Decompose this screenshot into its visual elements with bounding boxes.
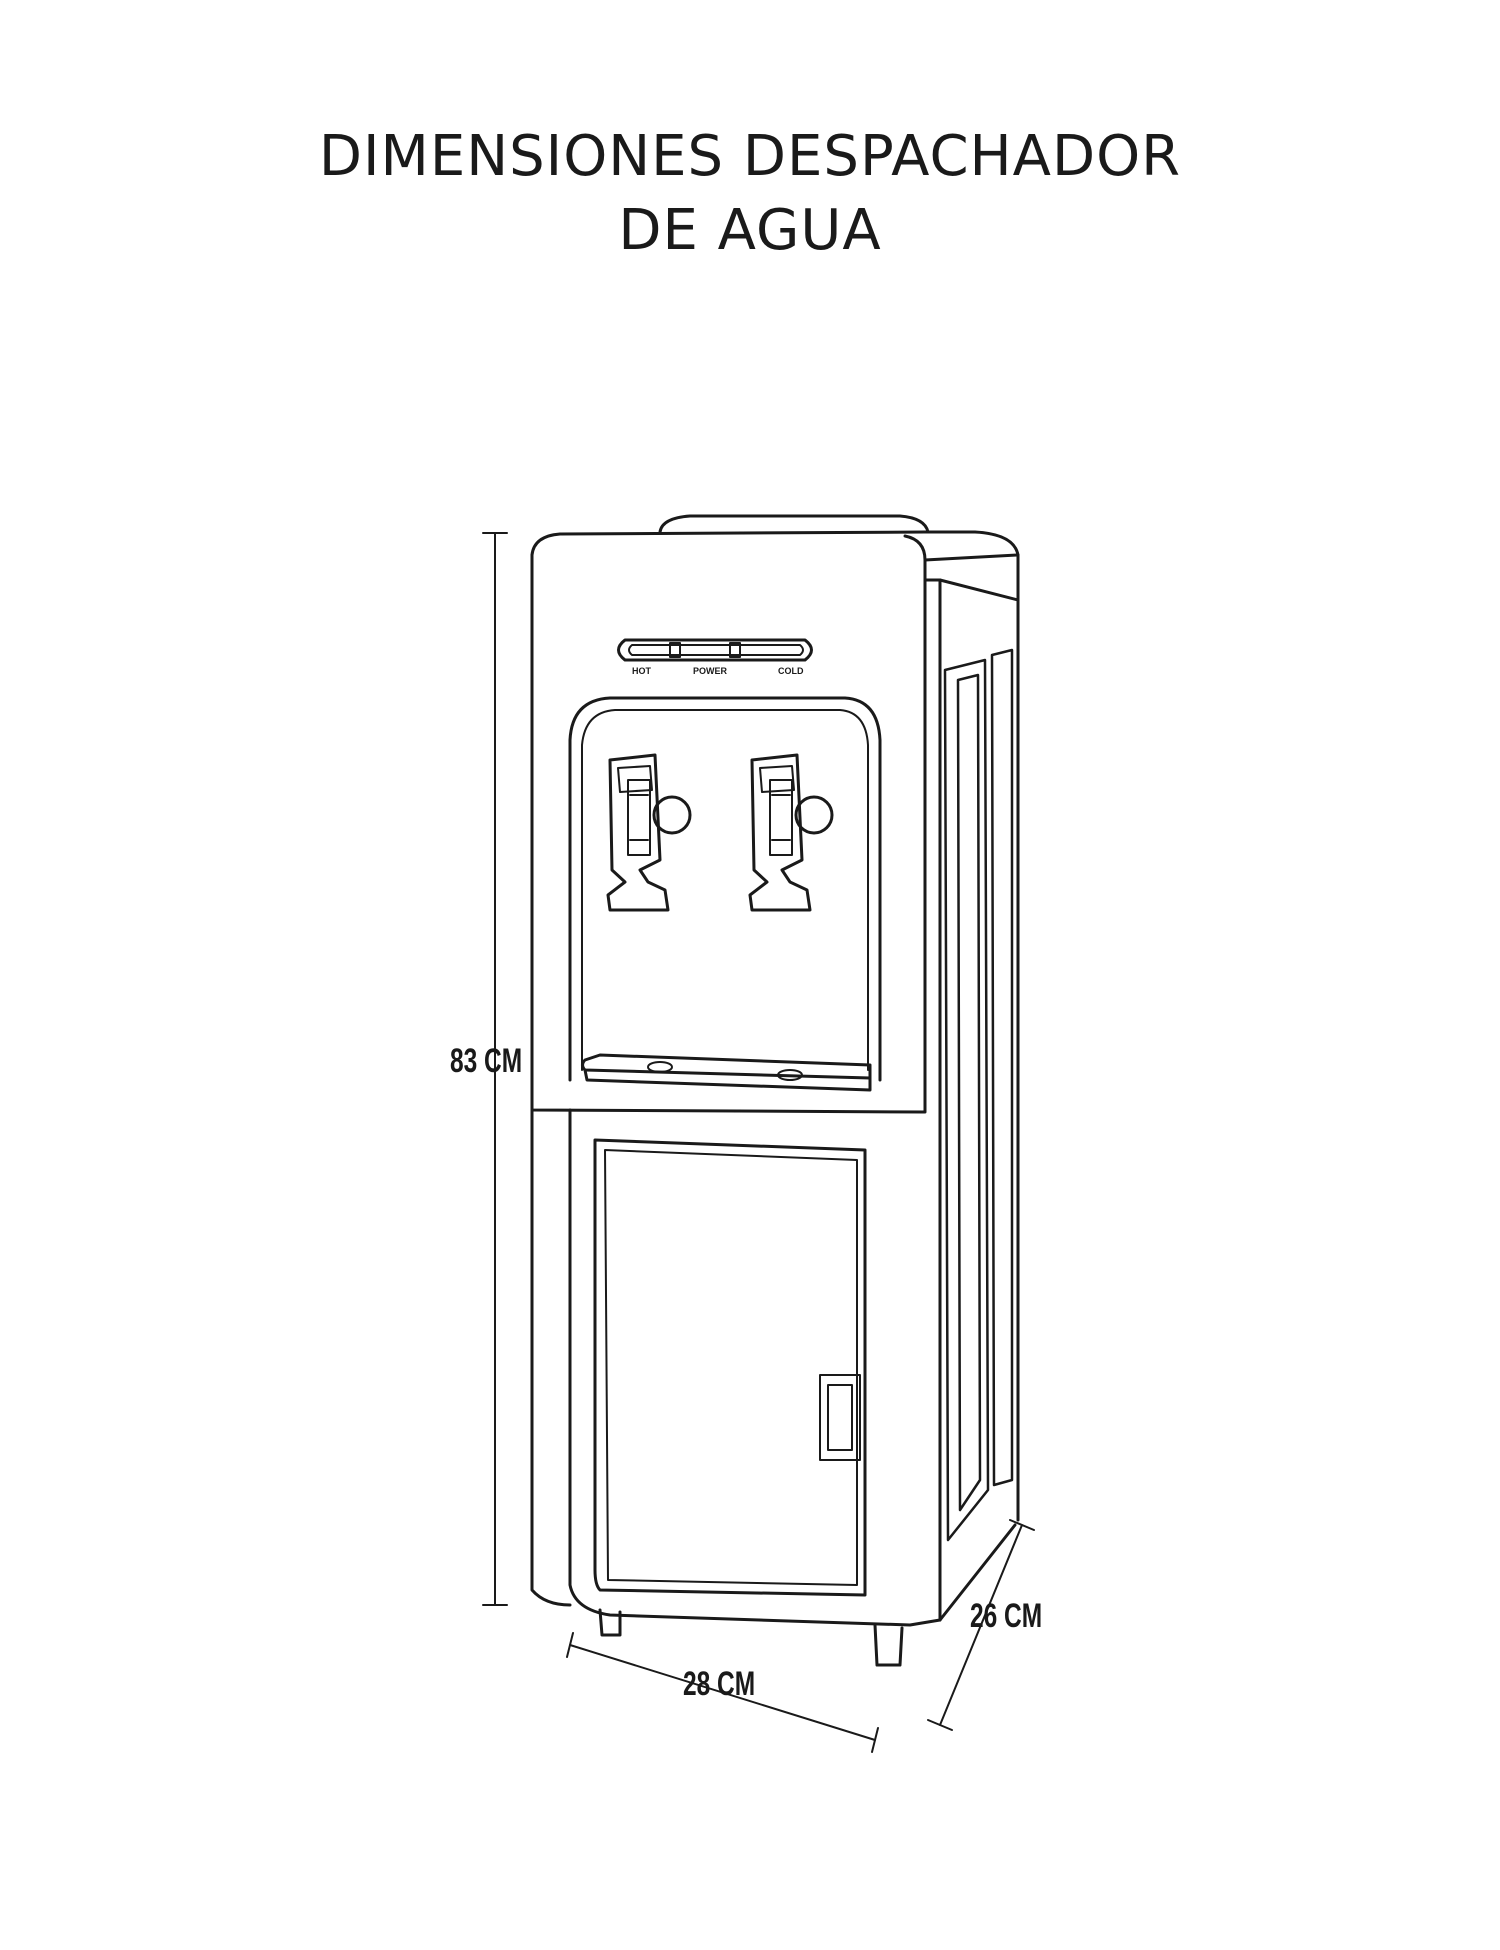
hot-label: HOT [632, 666, 651, 676]
feet [598, 1608, 904, 1667]
side-panel [943, 648, 1014, 1542]
title-line-2: DE AGUA [618, 198, 882, 263]
title-line-1: DIMENSIONES DESPACHADOR [318, 124, 1182, 189]
top-lid [658, 514, 930, 534]
width-label: 28 CM [683, 1665, 756, 1703]
hot-faucet [606, 753, 692, 912]
cabinet-door [593, 1138, 867, 1597]
cold-faucet [748, 753, 834, 912]
power-label: POWER [693, 666, 728, 676]
dispensing-recess-inner [581, 709, 869, 1071]
depth-dimension-line [927, 1519, 1035, 1731]
cold-label: COLD [778, 666, 804, 676]
top-rim [530, 530, 1020, 602]
lower-body [530, 598, 1020, 1627]
height-dimension-line [482, 532, 508, 1606]
height-label: 83 CM [450, 1042, 523, 1080]
dispensing-recess [568, 696, 882, 1082]
page-title: DIMENSIONES DESPACHADOR DE AGUA [0, 120, 1500, 268]
drip-tray [581, 1053, 872, 1092]
depth-label: 26 CM [970, 1597, 1043, 1635]
upper-body [530, 534, 1020, 1622]
control-panel [617, 638, 813, 662]
width-dimension-line [566, 1632, 879, 1753]
